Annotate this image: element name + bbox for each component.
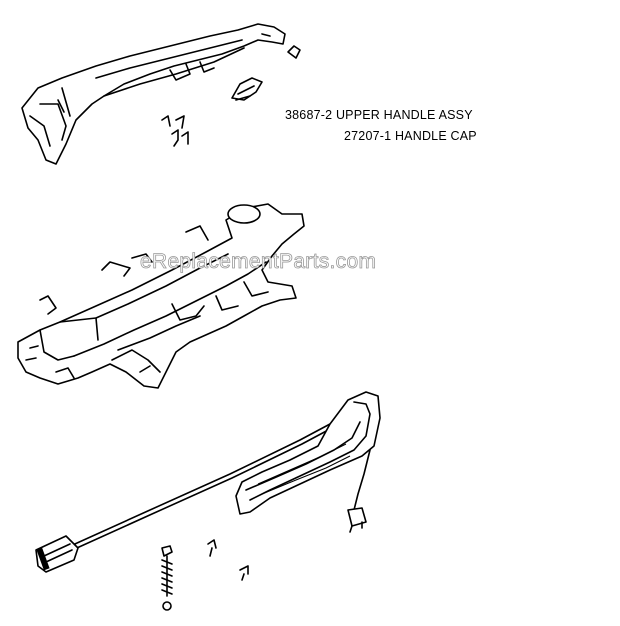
fasteners-drawing: [161, 539, 249, 611]
handle-cap-drawing: [231, 77, 263, 101]
upper-handle-assy-drawing: [21, 23, 286, 165]
part-label-upper-handle-assy: 38687-2 UPPER HANDLE ASSY: [285, 108, 473, 122]
lower-handle-frame-drawing: [17, 203, 305, 389]
part-label-handle-cap: 27207-1 HANDLE CAP: [344, 129, 477, 143]
power-cord-drawing: [35, 391, 381, 573]
watermark-text: eReplacementParts.com: [140, 250, 377, 274]
handle-clip-drawing: [287, 45, 301, 59]
handle-screws-drawing: [161, 115, 189, 147]
